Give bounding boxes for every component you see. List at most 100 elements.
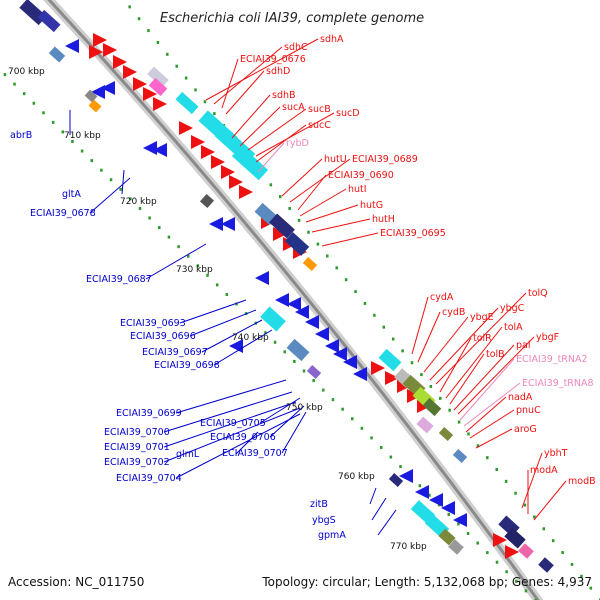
gene-label: cydA (430, 292, 454, 303)
forward-gene-arrow (179, 121, 193, 135)
reverse-gene-arrow (143, 141, 157, 155)
inner-tick-dot (302, 369, 306, 373)
reverse-gene-arrow (287, 297, 301, 311)
forward-gene-arrow (505, 545, 519, 559)
reverse-gene-arrow (325, 339, 339, 353)
forward-gene-arrow (93, 33, 107, 47)
label-leader-line (89, 177, 131, 214)
gene-label: ybgE (470, 312, 494, 323)
gene-label: ECIAI39_0676 (240, 54, 306, 65)
inner-tick-dot (379, 445, 383, 449)
label-leader-line (255, 124, 307, 163)
forward-gene-arrow (371, 361, 385, 375)
gene-label: nadA (508, 392, 533, 403)
label-leader-line (297, 174, 327, 211)
inner-tick-dot (61, 130, 65, 134)
label-leader-line (417, 311, 441, 363)
gene-box (518, 543, 534, 559)
inner-tick-dot (524, 589, 528, 593)
label-leader-line (213, 46, 283, 105)
outer-tick-dot (326, 254, 329, 258)
label-leader-line (435, 292, 527, 385)
outer-tick-dot (476, 444, 480, 448)
reverse-gene-arrow (453, 513, 467, 527)
inner-tick-dot (71, 139, 74, 143)
gene-box (88, 99, 102, 113)
outer-tick-dot (533, 515, 536, 519)
outer-tick-dot (382, 325, 386, 329)
reverse-gene-arrow (333, 347, 347, 361)
gene-box (538, 557, 554, 573)
label-leader-line (205, 38, 319, 101)
outer-tick-dot (316, 242, 320, 246)
gene-label: zitB (310, 499, 328, 510)
outer-tick-dot (391, 337, 395, 341)
label-leader-line (145, 243, 207, 280)
label-leader-line (475, 428, 513, 449)
label-leader-line (369, 487, 377, 505)
label-leader-line (179, 299, 247, 324)
label-leader-line (439, 337, 472, 393)
gene-label: tolB (486, 349, 505, 360)
gene-box (438, 528, 456, 546)
gene-label: ECIAI39_0707 (222, 448, 288, 459)
outer-tick-dot (429, 384, 433, 388)
reverse-gene-arrow (353, 367, 367, 381)
gene-label: ECIAI39_0706 (210, 432, 276, 443)
gene-box (37, 9, 61, 33)
gene-box (422, 397, 442, 417)
gene-label: sdhA (320, 34, 344, 45)
label-leader-line (231, 94, 271, 139)
gene-label: abrB (10, 130, 32, 141)
reverse-gene-arrow (221, 217, 235, 231)
gene-label: modA (530, 465, 558, 476)
inner-tick-dot (360, 426, 364, 430)
gene-label: sucA (282, 102, 305, 113)
gene-label: ECIAI39_0697 (142, 347, 208, 358)
label-leader-line (371, 497, 387, 521)
inner-tick-dot (293, 359, 296, 363)
reverse-gene-arrow (415, 485, 429, 499)
gene-label: ECIAI39_0699 (116, 408, 182, 419)
label-leader-line (121, 169, 125, 195)
reverse-gene-arrow (153, 143, 167, 157)
label-leader-line (213, 329, 273, 366)
gene-box (147, 66, 169, 88)
forward-gene-arrow (103, 43, 117, 57)
label-leader-line (255, 112, 335, 157)
inner-tick-dot (235, 302, 238, 306)
gene-box (260, 306, 286, 332)
gene-box (269, 213, 295, 239)
kbp-label: 760 kbp (338, 472, 375, 482)
inner-tick-dot (495, 560, 499, 564)
inner-tick-dot (505, 570, 508, 574)
inner-tick-dot (109, 178, 113, 182)
outer-tick-dot (523, 503, 527, 507)
outer-tick-dot (175, 64, 178, 68)
label-leader-line (175, 413, 301, 479)
label-leader-line (429, 307, 499, 381)
label-leader-line (163, 407, 301, 463)
label-leader-line (305, 204, 359, 223)
reverse-gene-arrow (315, 327, 329, 341)
outer-tick-dot (420, 373, 423, 377)
gene-label: ECIAI39_0690 (328, 170, 394, 181)
leader-layer (69, 38, 567, 536)
outer-tick-dot (307, 230, 310, 234)
gene-label: ybgS (312, 515, 336, 526)
forward-gene-arrow (201, 145, 215, 159)
gene-label: sucB (308, 104, 331, 115)
gene-label: gltA (62, 189, 81, 200)
outer-tick-dot (156, 40, 160, 44)
forward-gene-arrow (211, 155, 225, 169)
reverse-gene-arrow (255, 271, 269, 285)
outer-tick-dot (147, 29, 150, 33)
reverse-gene-arrow (343, 355, 357, 369)
kbp-label: 740 kbp (232, 333, 269, 343)
outer-tick-dot (344, 278, 348, 282)
inner-tick-dot (418, 484, 422, 488)
gene-box (448, 539, 464, 555)
outer-tick-dot (495, 468, 498, 472)
